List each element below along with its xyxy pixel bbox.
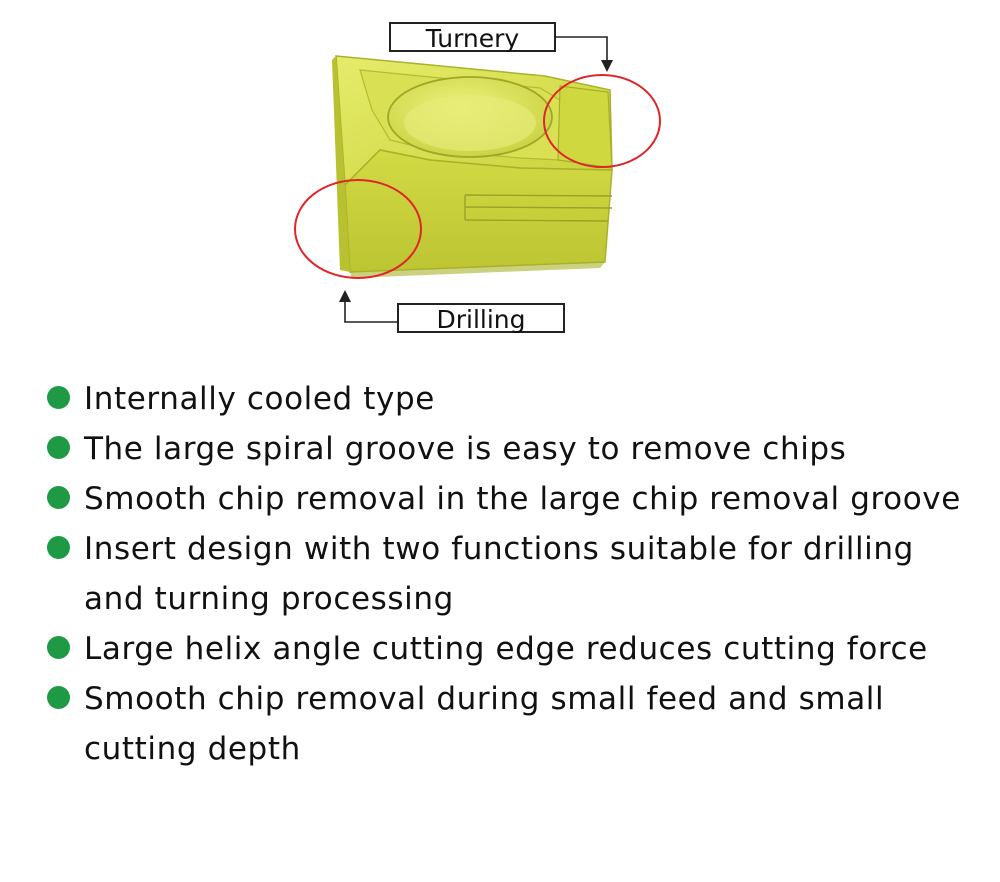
insert-slot bbox=[464, 194, 613, 222]
insert-drawing bbox=[294, 36, 661, 323]
feature-text: Smooth chip removal during small feed an… bbox=[84, 681, 885, 767]
bullet-icon bbox=[47, 386, 70, 409]
list-item: Internally cooled type bbox=[46, 374, 976, 424]
feature-text: Smooth chip removal in the large chip re… bbox=[84, 481, 961, 517]
bullet-icon bbox=[47, 536, 70, 559]
turnery-highlight-circle bbox=[543, 74, 661, 168]
bullet-icon bbox=[47, 636, 70, 659]
insert-left-edge bbox=[332, 56, 350, 272]
turnery-leader-line bbox=[556, 36, 608, 62]
drilling-highlight-circle bbox=[294, 179, 422, 279]
bullet-icon bbox=[47, 486, 70, 509]
drilling-arrow-icon bbox=[339, 290, 351, 302]
list-item: Insert design with two functions suitabl… bbox=[46, 524, 976, 624]
feature-text: Insert design with two functions suitabl… bbox=[84, 531, 914, 617]
feature-text: The large spiral groove is easy to remov… bbox=[84, 431, 847, 467]
list-item: Smooth chip removal during small feed an… bbox=[46, 674, 976, 774]
list-item: Large helix angle cutting edge reduces c… bbox=[46, 624, 976, 674]
list-item: Smooth chip removal in the large chip re… bbox=[46, 474, 976, 524]
drilling-leader-line bbox=[344, 300, 397, 323]
insert-right-notch bbox=[557, 85, 613, 169]
drilling-label: Drilling bbox=[397, 303, 565, 334]
list-item: The large spiral groove is easy to remov… bbox=[46, 424, 976, 474]
insert-illustration: Turnery Drilling bbox=[0, 0, 1000, 360]
bullet-icon bbox=[47, 686, 70, 709]
turnery-label: Turnery bbox=[389, 22, 556, 53]
turnery-arrow-icon bbox=[601, 60, 613, 72]
feature-text: Internally cooled type bbox=[84, 381, 435, 417]
feature-text: Large helix angle cutting edge reduces c… bbox=[84, 631, 928, 667]
feature-list: Internally cooled type The large spiral … bbox=[46, 374, 976, 774]
bullet-icon bbox=[47, 436, 70, 459]
